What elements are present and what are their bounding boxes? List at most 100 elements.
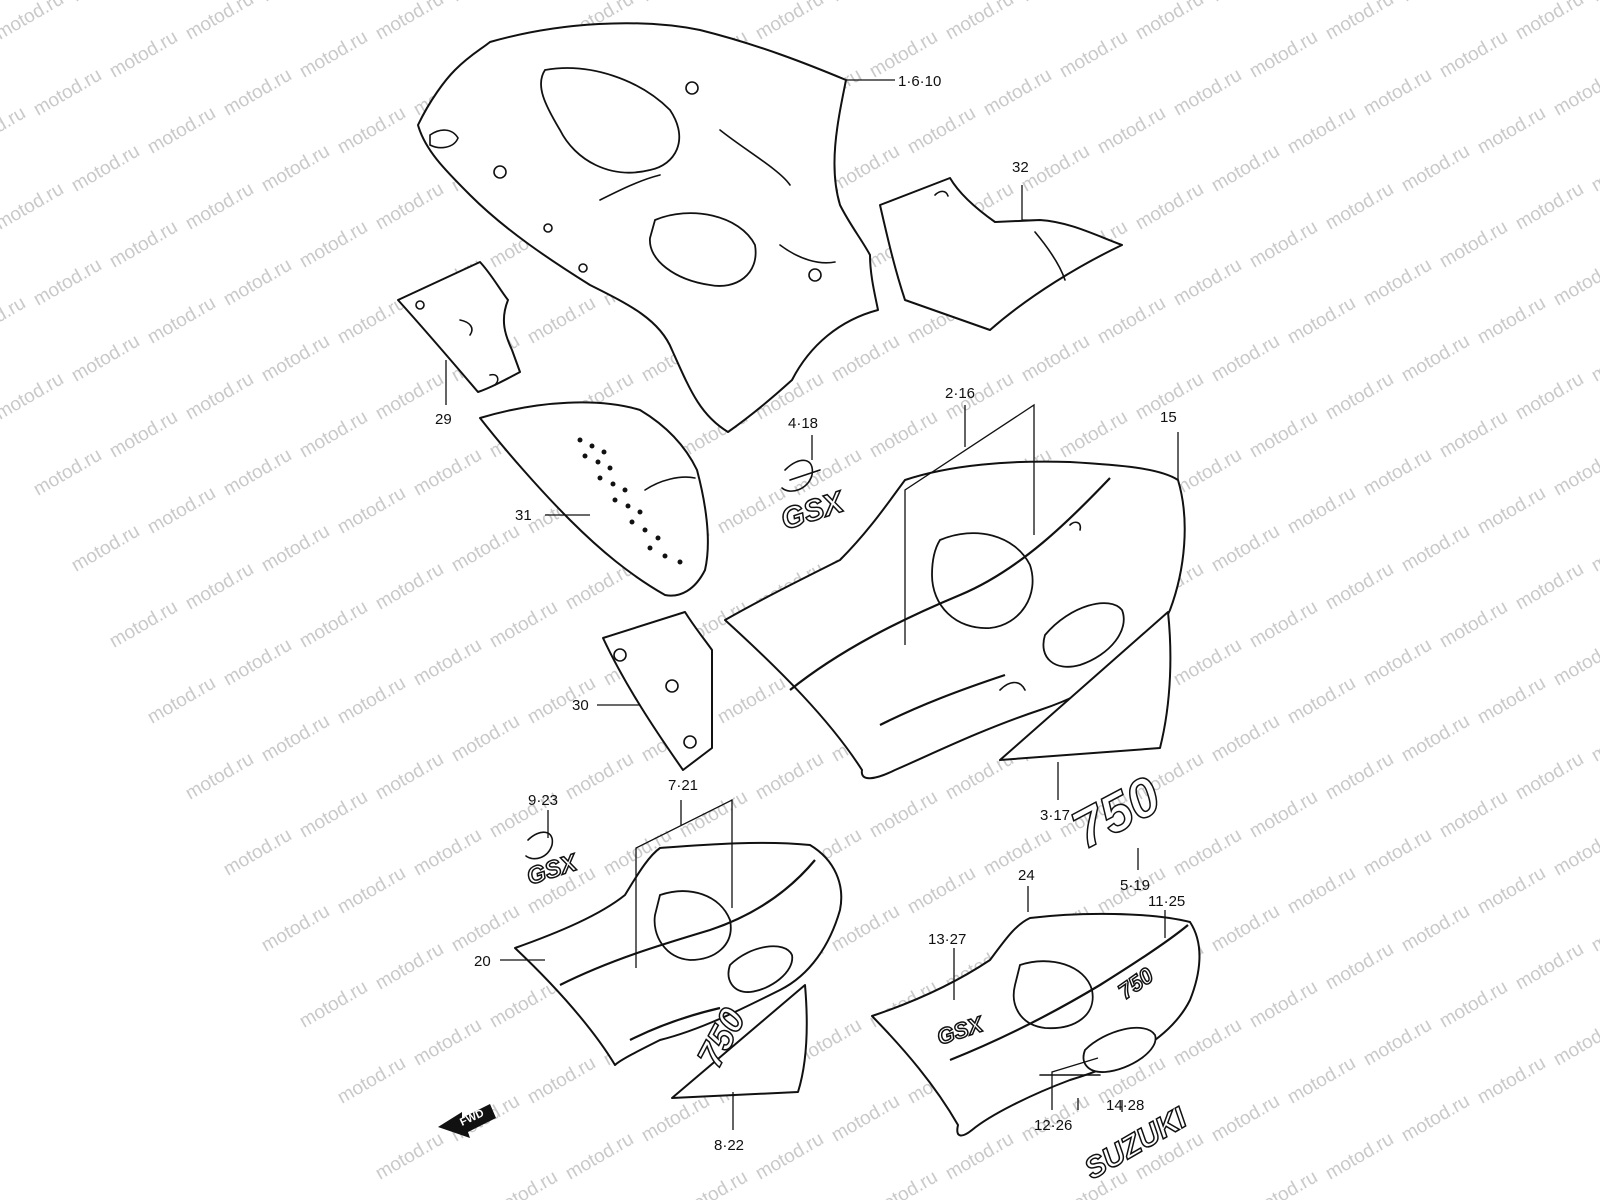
watermark-text: motod.ru (1398, 521, 1473, 577)
watermark-text: motod.ru (1284, 103, 1359, 159)
watermark-text: motod.ru (638, 1091, 713, 1147)
watermark-text: motod.ru (1398, 0, 1473, 6)
watermark-text: motod.ru (220, 445, 295, 501)
watermark-text: motod.ru (372, 179, 447, 235)
watermark-text: motod.ru (1550, 255, 1600, 311)
watermark-text: motod.ru (1246, 1167, 1321, 1200)
watermark-text: motod.ru (1208, 0, 1283, 6)
watermark-text: motod.ru (1436, 597, 1511, 653)
callout-9-23: 9·23 (528, 792, 558, 809)
watermark-text: motod.ru (1588, 141, 1600, 197)
watermark-text: motod.ru (1056, 407, 1131, 463)
watermark-text: motod.ru (1132, 0, 1207, 44)
watermark-text: motod.ru (182, 0, 257, 44)
watermark-text: motod.ru (0, 0, 67, 44)
leader-lines (445, 79, 1179, 1130)
callout-30: 30 (572, 697, 589, 714)
watermark-text: motod.ru (0, 293, 29, 349)
watermark-text: motod.ru (980, 65, 1055, 121)
part-side-decal-left[interactable] (671, 984, 808, 1099)
watermark-text: motod.ru (1398, 901, 1473, 957)
watermark-text: motod.ru (486, 1167, 561, 1200)
watermark-text: motod.ru (296, 977, 371, 1033)
callout-29: 29 (435, 411, 452, 428)
part-inner-panel-right[interactable] (879, 177, 1123, 331)
watermark-text: motod.ru (410, 445, 485, 501)
watermark-text: motod.ru (904, 103, 979, 159)
callout-3-17: 3·17 (1040, 807, 1070, 824)
watermark-text: motod.ru (30, 445, 105, 501)
watermark-text: motod.ru (68, 521, 143, 577)
watermark-text: motod.ru (144, 103, 219, 159)
watermark-text: motod.ru (1018, 0, 1093, 6)
watermark-text: motod.ru (30, 255, 105, 311)
callout-12-26: 12·26 (1034, 1117, 1072, 1134)
watermark-text: motod.ru (752, 749, 827, 805)
watermark-text: motod.ru (182, 369, 257, 425)
watermark-text: motod.ru (676, 787, 751, 843)
callout-8-22: 8·22 (714, 1137, 744, 1154)
watermark-text: motod.ru (1550, 1015, 1600, 1071)
watermark-text: motod.ru (296, 27, 371, 83)
callout-24: 24 (1018, 867, 1035, 884)
watermark-text: motod.ru (942, 1129, 1017, 1185)
watermark-text: motod.ru (1360, 825, 1435, 881)
watermark-text: motod.ru (1208, 1091, 1283, 1147)
watermark-text: motod.ru (1550, 65, 1600, 121)
watermark-text: motod.ru (144, 293, 219, 349)
forward-arrow-icon: FWD (438, 1104, 496, 1138)
watermark-text: motod.ru (1322, 939, 1397, 995)
part-lower-cowling[interactable] (724, 460, 1186, 780)
watermark-text: motod.ru (1360, 65, 1435, 121)
watermark-text: motod.ru (1322, 179, 1397, 235)
watermark-text: motod.ru (1360, 255, 1435, 311)
watermark-text: motod.ru (1170, 635, 1245, 691)
watermark-text: motod.ru (486, 977, 561, 1033)
watermark-text: motod.ru (1284, 1053, 1359, 1109)
watermark-text: motod.ru (1170, 65, 1245, 121)
watermark-text: motod.ru (258, 711, 333, 767)
callout-7-21: 7·21 (668, 777, 698, 794)
part-lower-cowling-right[interactable] (871, 912, 1201, 1137)
watermark-text: motod.ru (1512, 179, 1587, 235)
watermark-text: motod.ru (524, 1053, 599, 1109)
watermark-text: motod.ru (752, 1129, 827, 1185)
watermark-text: motod.ru (68, 0, 143, 6)
decal-gsxr-top[interactable]: GSX (776, 484, 850, 537)
part-air-duct-cover[interactable] (479, 401, 709, 597)
watermark-text: motod.ru (1360, 445, 1435, 501)
part-inner-panel-left[interactable] (397, 261, 521, 393)
part-lower-cowling-left[interactable] (514, 841, 843, 1066)
watermark-text: motod.ru (1246, 787, 1321, 843)
part-bracket-panel[interactable] (602, 611, 713, 771)
watermark-text: motod.ru (144, 673, 219, 729)
watermark-text: motod.ru (752, 0, 827, 44)
watermark-text: motod.ru (334, 1053, 409, 1109)
watermark-text: motod.ru (1018, 331, 1093, 387)
watermark-text: motod.ru (1436, 217, 1511, 273)
watermark-text: motod.ru (0, 179, 67, 235)
watermark-text: motod.ru (1588, 331, 1600, 387)
watermark-text: motod.ru (258, 141, 333, 197)
watermark-text: motod.ru (828, 0, 903, 6)
watermark-text: motod.ru (1322, 0, 1397, 44)
watermark-text: motod.ru (296, 787, 371, 843)
watermark-text: motod.ru (1170, 255, 1245, 311)
watermark-text: motod.ru (1094, 293, 1169, 349)
part-side-decal-right[interactable] (999, 611, 1172, 761)
watermark-text: motod.ru (410, 1015, 485, 1071)
watermark-text: motod.ru (144, 483, 219, 539)
callout-5-19: 5·19 (1120, 877, 1150, 894)
watermark-text: motod.ru (1474, 293, 1549, 349)
part-upper-fairing[interactable] (417, 22, 879, 433)
watermark-text: motod.ru (182, 179, 257, 235)
watermark-text: motod.ru (1284, 673, 1359, 729)
watermark-text: motod.ru (1322, 1129, 1397, 1185)
watermark-text: motod.ru (1436, 407, 1511, 463)
watermark-text: motod.ru (714, 673, 789, 729)
decal-r-glyph-top (781, 459, 821, 492)
callout-4-18: 4·18 (788, 415, 818, 432)
watermark-text: motod.ru (372, 0, 447, 44)
watermark-text: motod.ru (296, 407, 371, 463)
